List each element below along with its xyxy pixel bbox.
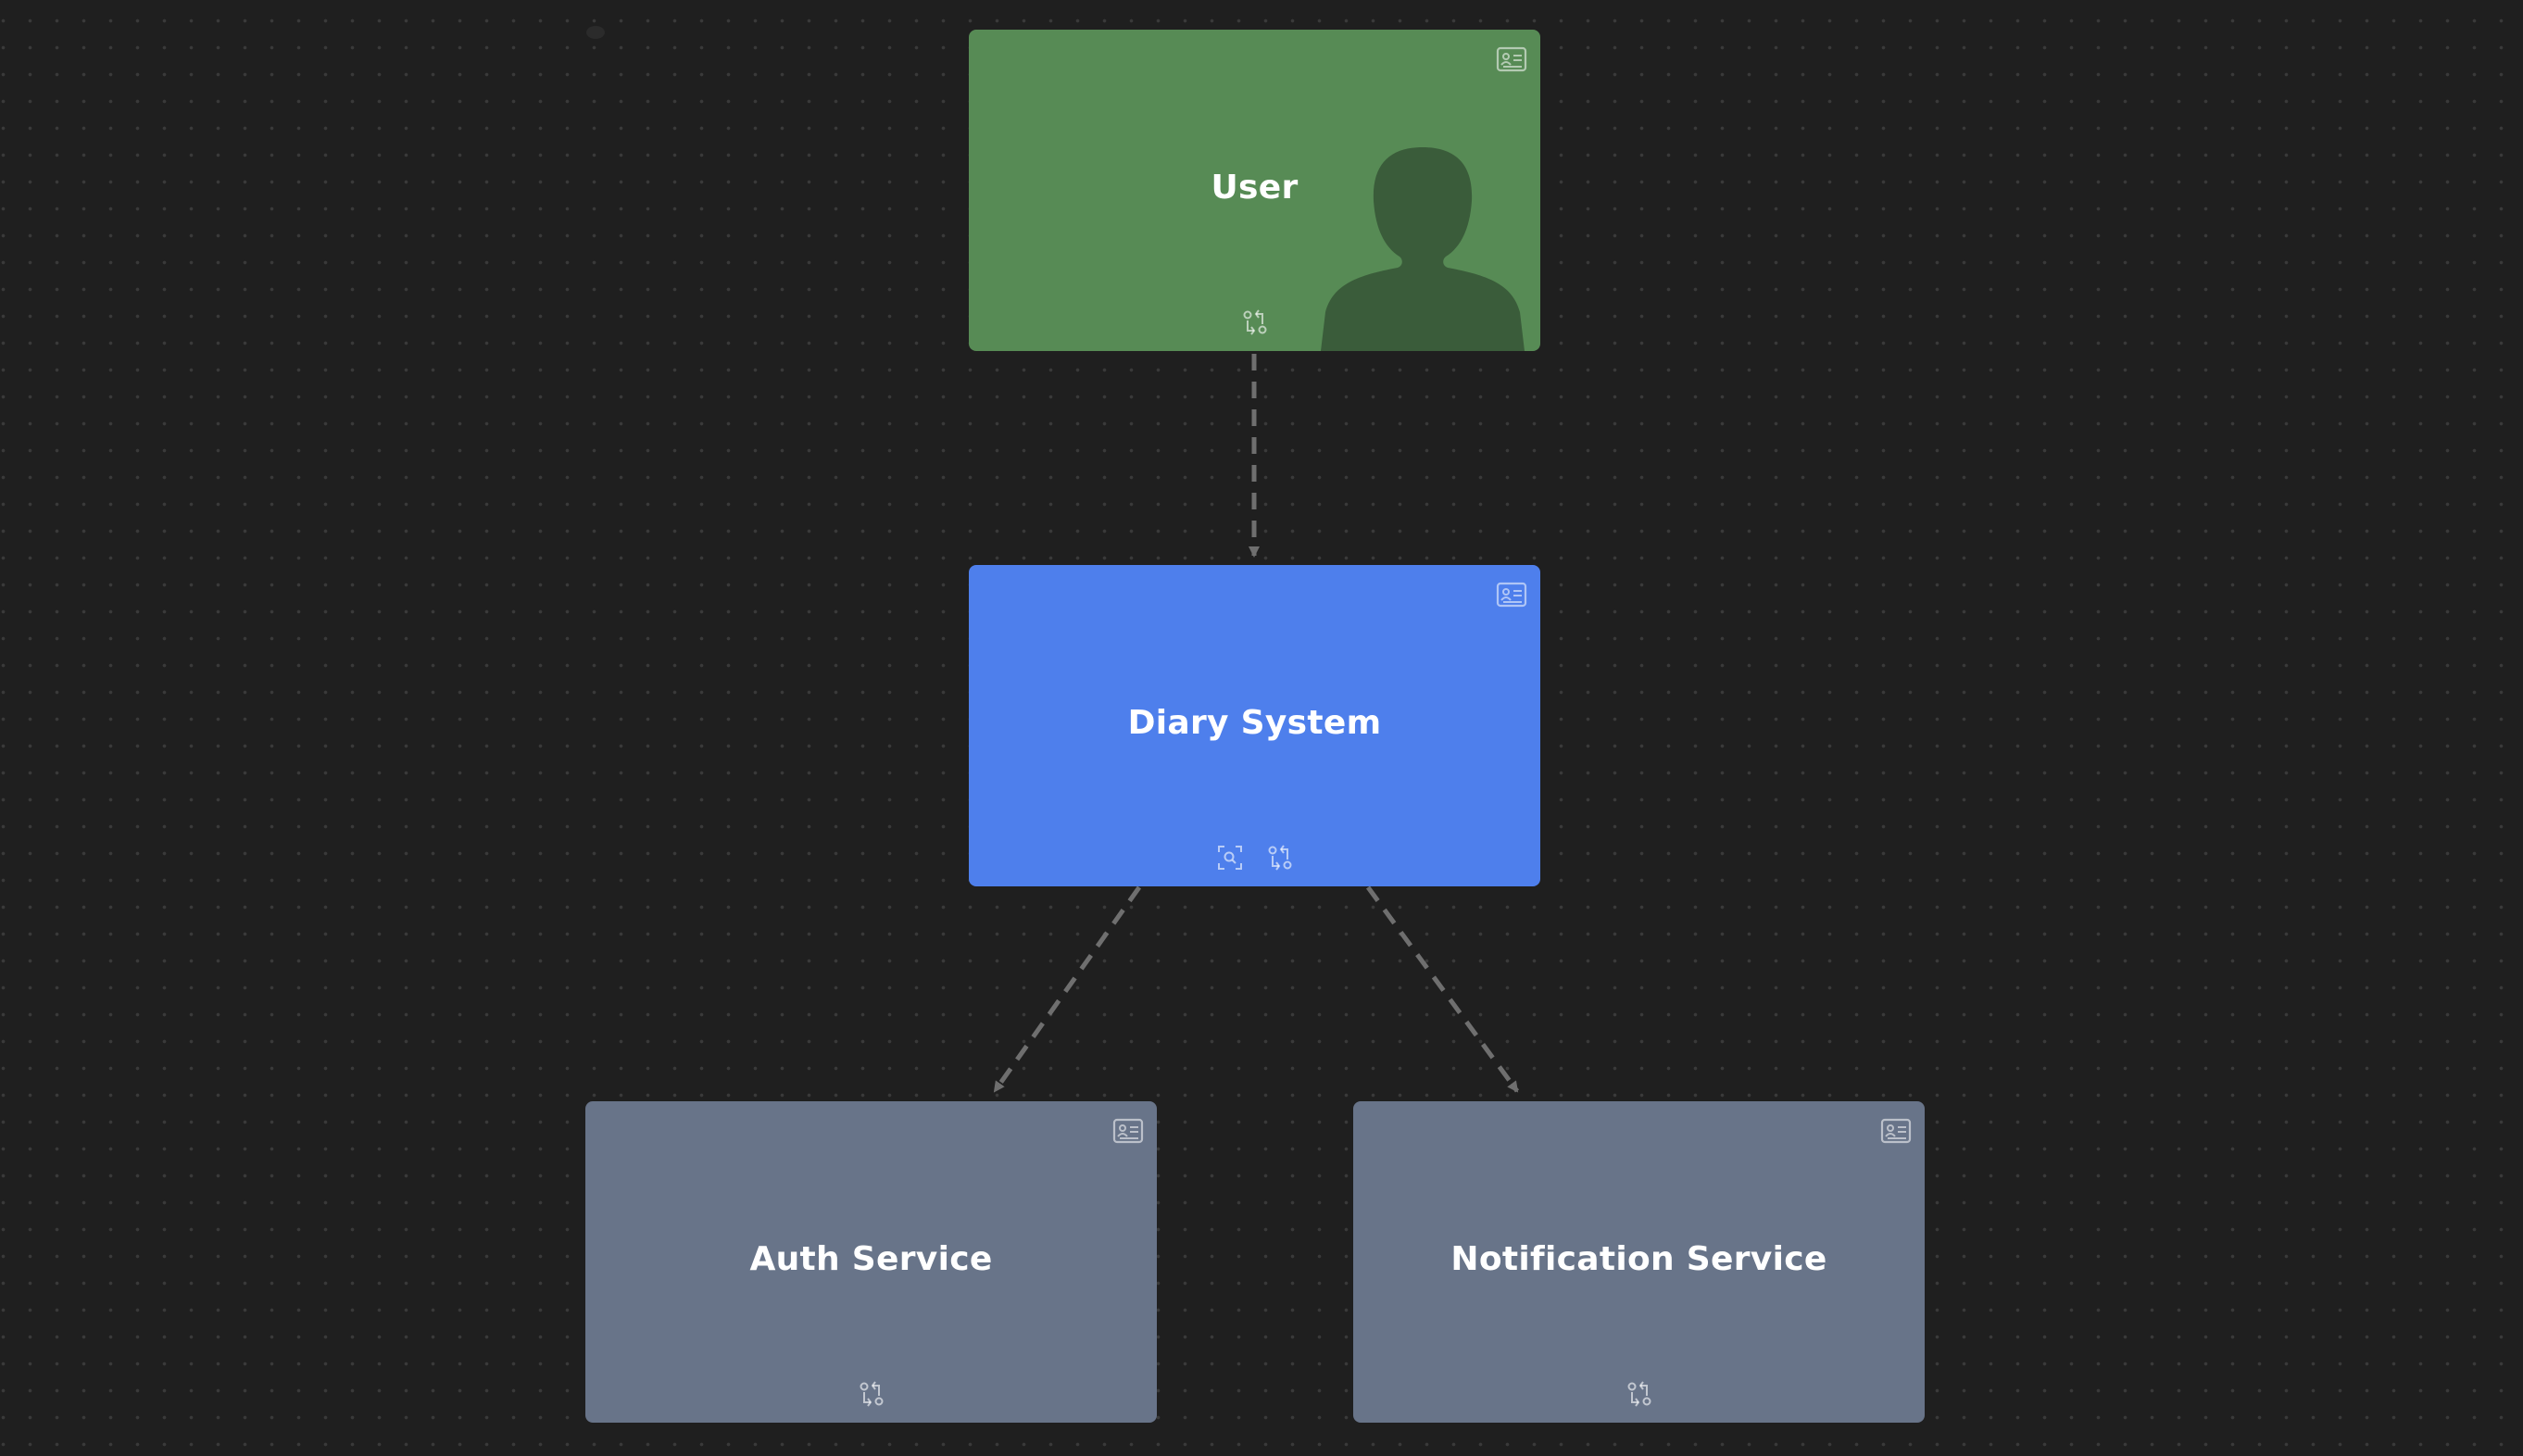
user-node-actions <box>969 308 1540 336</box>
auth-service-node[interactable]: Auth Service <box>585 1101 1157 1423</box>
card-icon[interactable] <box>1112 1117 1144 1145</box>
notification-service-node-title: Notification Service <box>1450 1240 1827 1278</box>
auth-service-node-title: Auth Service <box>749 1240 993 1278</box>
canvas-dot <box>586 26 605 39</box>
notification-service-node[interactable]: Notification Service <box>1353 1101 1925 1423</box>
auth-service-node-actions <box>585 1380 1157 1408</box>
edge-diary-system-to-auth-service[interactable] <box>992 885 1142 1093</box>
zoom-focus-icon[interactable] <box>1216 844 1244 872</box>
relations-icon[interactable] <box>858 1380 885 1408</box>
diary-system-node-actions <box>969 844 1540 872</box>
card-icon[interactable] <box>1880 1117 1912 1145</box>
relations-icon[interactable] <box>1241 308 1269 336</box>
user-node-title: User <box>1211 169 1299 207</box>
diary-system-node[interactable]: Diary System <box>969 565 1540 886</box>
person-silhouette-icon <box>1321 147 1525 351</box>
edge-diary-system-to-notification-service[interactable] <box>1365 885 1520 1093</box>
card-icon[interactable] <box>1496 581 1527 609</box>
relations-icon[interactable] <box>1266 844 1294 872</box>
card-icon[interactable] <box>1496 45 1527 73</box>
relations-icon[interactable] <box>1626 1380 1653 1408</box>
diary-system-node-title: Diary System <box>1127 704 1382 742</box>
notification-service-node-actions <box>1353 1380 1925 1408</box>
user-node[interactable]: User <box>969 30 1540 351</box>
